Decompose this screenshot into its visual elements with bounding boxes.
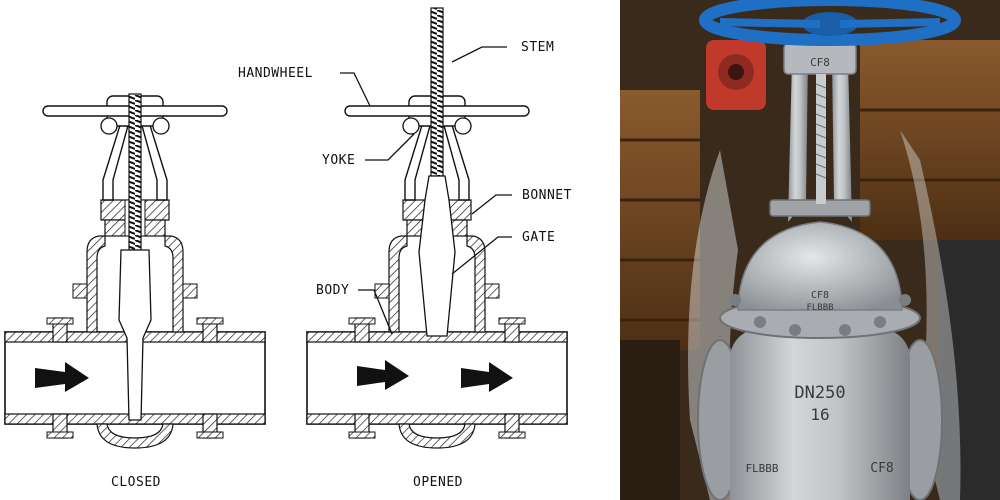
marking-brand-body: FLBBB: [745, 462, 778, 475]
leader-lines: [340, 46, 512, 335]
marking-size: DN250: [794, 383, 845, 403]
caption-closed: CLOSED: [111, 475, 161, 490]
leader-yoke: [365, 133, 415, 161]
marking-brand-bonnet: FLBBB: [806, 303, 833, 313]
leader-bonnet: [471, 194, 512, 215]
valve-photo: CF8 CF8 FLBBB DN250 16 FLBBB CF8: [620, 0, 1000, 500]
valve-body-photo: [697, 43, 943, 500]
marking-material-bonnet: CF8: [811, 290, 829, 301]
wooden-crates: [620, 40, 1000, 500]
label-bonnet: BONNET: [522, 188, 572, 203]
valve-diagram: [4, 7, 568, 449]
closed-valve: [4, 93, 266, 449]
marking-material-body: CF8: [870, 461, 893, 476]
caption-opened: OPENED: [413, 475, 463, 490]
label-gate: GATE: [522, 230, 556, 245]
label-yoke: YOKE: [322, 153, 356, 168]
red-pump: [706, 40, 766, 110]
label-handwheel: HANDWHEEL: [238, 66, 313, 81]
leader-gate: [451, 236, 512, 275]
opened-valve: [306, 7, 568, 449]
label-body: BODY: [316, 283, 350, 298]
leader-handwheel: [340, 72, 371, 107]
marking-material-top: CF8: [810, 56, 830, 69]
marking-pressure: 16: [810, 405, 829, 424]
leader-stem: [451, 46, 507, 63]
label-stem: STEM: [521, 40, 555, 55]
blue-handwheel: [699, 0, 961, 46]
leader-body: [358, 289, 393, 335]
